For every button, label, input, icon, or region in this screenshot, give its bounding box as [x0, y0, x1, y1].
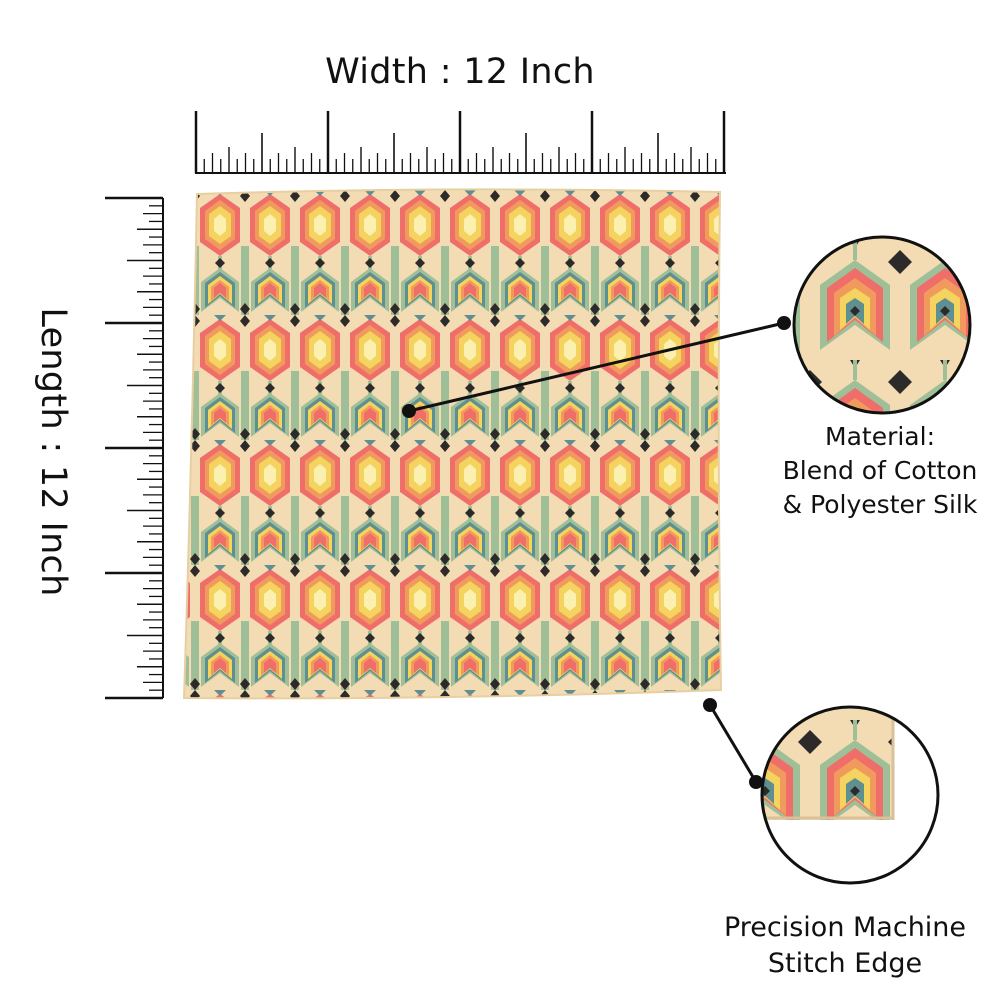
fabric-swatch	[182, 188, 723, 700]
material-caption-line-1: Material:	[825, 422, 935, 451]
material-connector-end-dot	[777, 316, 791, 330]
material-connector-line	[408, 321, 785, 413]
material-caption-line-3: & Polyester Silk	[782, 490, 978, 519]
ruler-vertical-icon	[105, 196, 164, 700]
width-dimension-label: Width : 12 Inch	[325, 52, 595, 92]
ruler-horizontal-icon	[194, 111, 726, 174]
length-dimension-label: Length : 12 Inch	[33, 307, 73, 597]
material-caption-line-2: Blend of Cotton	[782, 456, 978, 485]
stitch-connector-end-dot	[749, 775, 763, 789]
stitch-caption-line-2: Stitch Edge	[767, 948, 923, 979]
material-zoom-circle	[792, 235, 972, 415]
stitch-connector-line	[708, 704, 758, 783]
stitch-caption: Precision Machine Stitch Edge	[690, 910, 1000, 982]
material-connector-dot	[402, 404, 416, 418]
stitch-zoom-circle	[760, 705, 940, 885]
stitch-caption-line-1: Precision Machine	[723, 912, 967, 943]
material-caption: Material: Blend of Cotton & Polyester Si…	[760, 420, 1000, 522]
stitch-connector-dot	[703, 698, 717, 712]
